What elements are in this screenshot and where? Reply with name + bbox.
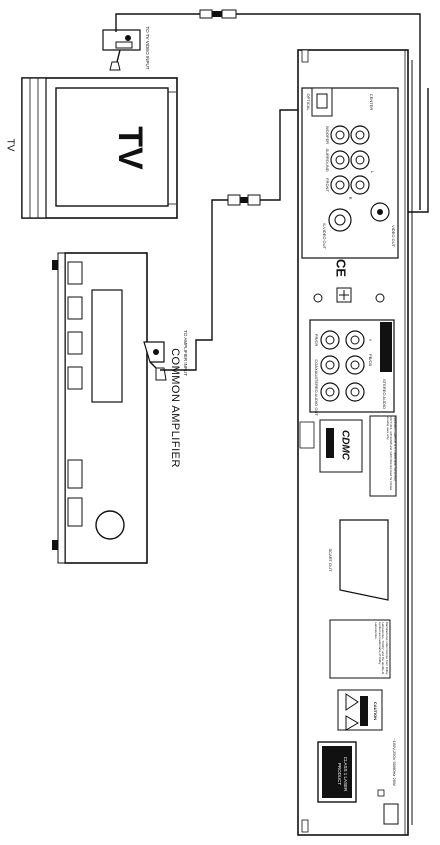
- tv-input-plug: TO TV VIDEO INPUT: [102, 26, 150, 71]
- amp-button-4: [67, 366, 83, 390]
- amp-button-5: [67, 459, 83, 489]
- amp-button-6: [67, 497, 83, 527]
- amp-button-1: [67, 261, 83, 285]
- dolby-text: Manufactured under license from Dolby La…: [374, 622, 388, 675]
- optical-label: OPTICAL: [306, 93, 311, 111]
- tv-side-label: TV: [4, 139, 15, 152]
- laser-label: CLASS 1 LASER PRODUCT: [337, 756, 348, 792]
- dolby-notice: [329, 619, 391, 679]
- tv-screen-text: TV: [111, 126, 149, 170]
- cdmc-logo: CDMC: [339, 430, 350, 461]
- audio-cable-connector: [227, 194, 261, 206]
- to-tv-label: TO TV VIDEO INPUT: [145, 26, 150, 69]
- patent-sticker: [369, 415, 397, 497]
- scart-connector: [339, 519, 389, 601]
- video-cable: [115, 13, 429, 213]
- tv-set: TV TV: [4, 77, 178, 219]
- stereo-audio-label: STEREO AUDIO: [382, 379, 387, 409]
- power-inlet: [383, 803, 399, 825]
- video-cable-connector: [199, 9, 237, 19]
- shock-triangle-icon: [345, 715, 359, 731]
- screw-icon: [313, 293, 323, 303]
- tv-screen: [55, 87, 169, 207]
- amp-display: [91, 289, 123, 403]
- power-label: ~100V-250V 50/60Hz 25W: [392, 738, 397, 786]
- power-symbol-icon: [377, 789, 385, 797]
- front-l-label: L: [370, 171, 375, 174]
- center-label: CENTER: [369, 94, 374, 111]
- analog-jack-block: [301, 87, 399, 259]
- y-label: Y: [368, 339, 373, 342]
- amp-button-3: [67, 331, 83, 355]
- patent-text: Apparatus Claims of U.S. Patent Nos. 4,6…: [385, 416, 396, 491]
- serial-sticker: [299, 421, 315, 449]
- ce-mark: CE: [334, 259, 349, 277]
- front-label: FRONT: [325, 178, 330, 192]
- amplifier-label: COMMON AMPLIFIER: [169, 348, 181, 468]
- amp-volume-knob: [95, 510, 125, 540]
- warning-triangle-icon: [345, 693, 359, 711]
- surround-label: SURROUND: [325, 148, 330, 171]
- woofer-label: WOOFER: [325, 126, 330, 144]
- caution-label: CAUTION: [373, 702, 378, 720]
- amp-input-plug: TO AMPLIFIER INPUT: [143, 330, 188, 381]
- coaxial-label: COAXIAL: [314, 359, 319, 377]
- to-amp-label: TO AMPLIFIER INPUT: [183, 330, 188, 376]
- component-header: [380, 322, 392, 372]
- stereo-audio-out-label: STEREO AUDIO OUT: [314, 376, 319, 416]
- dvd-player: OPTICAL CENTER WOOFER SURROUND FRONT R L…: [297, 49, 413, 836]
- tv-stand: [21, 77, 47, 219]
- tv-input-jack-icon: [125, 35, 131, 41]
- scart-out-label: SCART OUT: [328, 549, 333, 573]
- pr-cr-label: PR/CR: [314, 334, 319, 347]
- pb-cb-label: PB/CB: [368, 354, 373, 366]
- amp-input-jack-icon: [153, 349, 159, 355]
- video-out-label: VIDEO OUT: [391, 225, 396, 248]
- amplifier: COMMON AMPLIFIER: [52, 252, 181, 564]
- front-r-label: R: [348, 197, 353, 200]
- screw-icon-2: [375, 293, 385, 303]
- s-video-label: S-VIDEO OUT: [322, 223, 327, 250]
- amp-button-2: [67, 296, 83, 320]
